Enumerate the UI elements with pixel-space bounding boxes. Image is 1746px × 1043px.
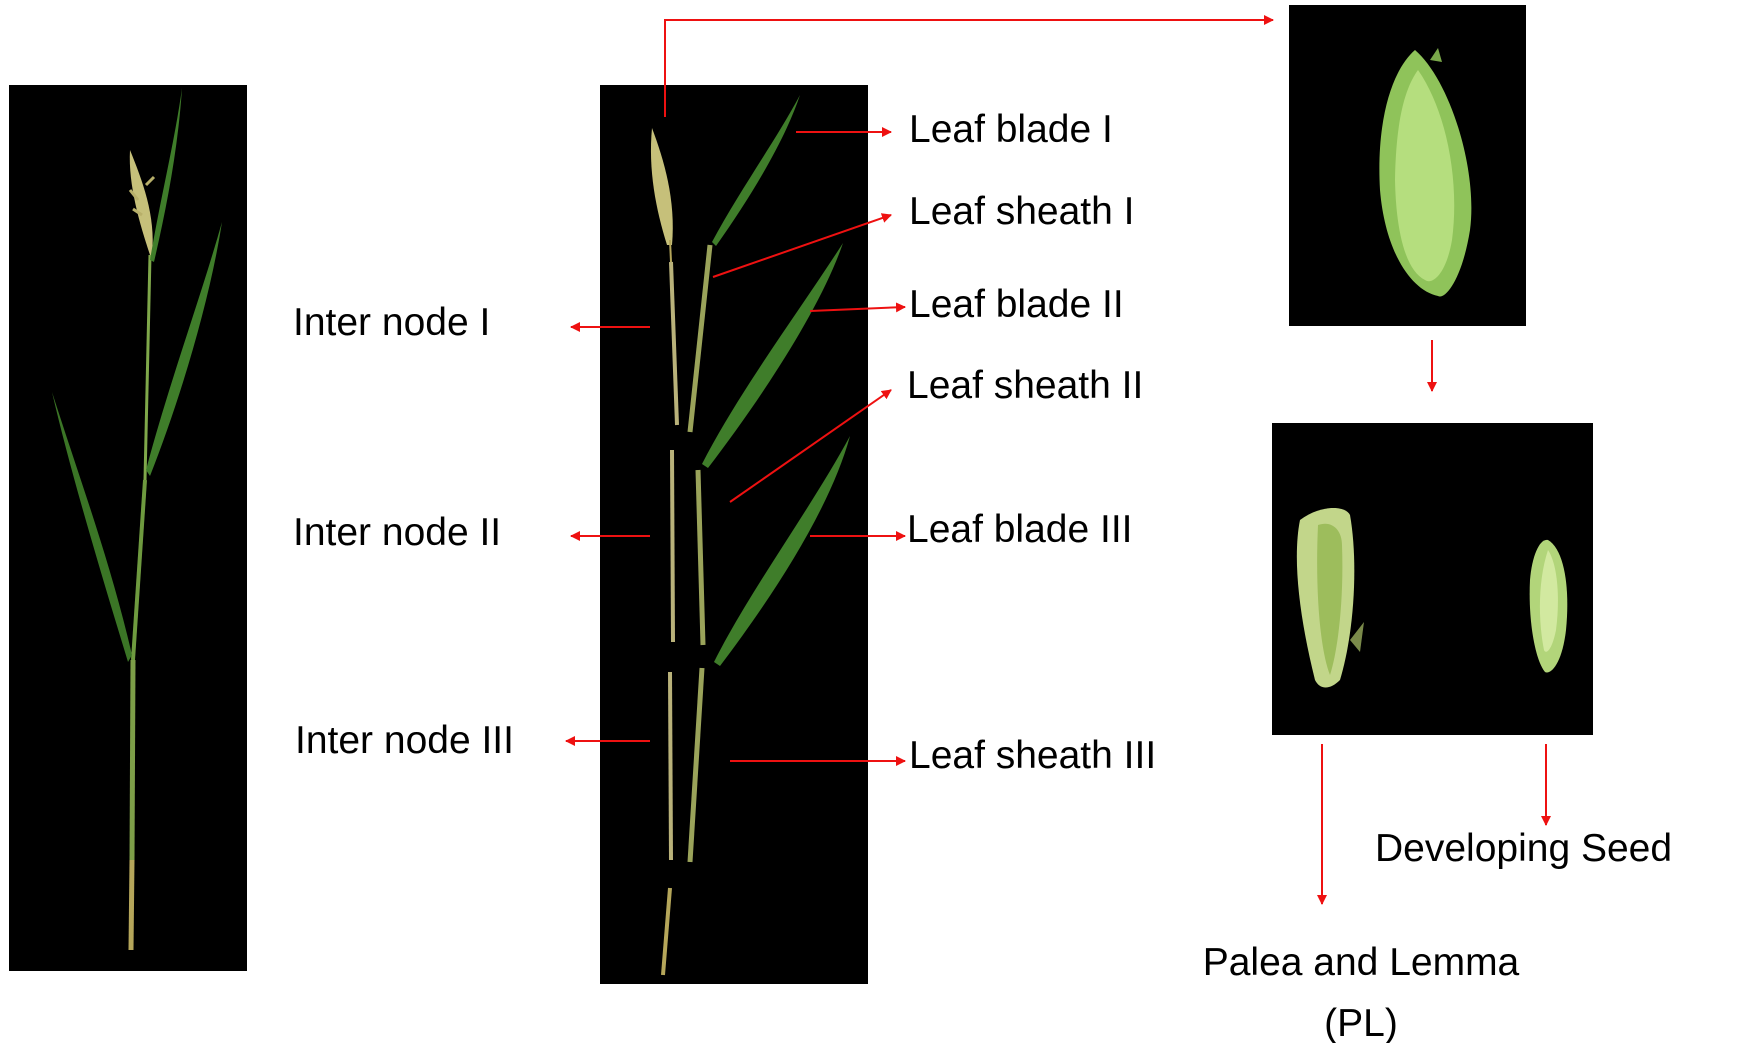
label-palea-lemma: Palea and Lemma (1203, 941, 1520, 984)
label-leaf-sheath-1: Leaf sheath I (909, 190, 1135, 233)
dissected-spikelet-photo (1272, 423, 1593, 735)
dissected-plant-photo (600, 85, 868, 984)
label-leaf-sheath-2: Leaf sheath II (907, 364, 1143, 407)
label-leaf-blade-2: Leaf blade II (909, 283, 1124, 326)
label-internode-1: Inter node I (293, 301, 490, 344)
label-leaf-blade-1: Leaf blade I (909, 108, 1113, 151)
spikelet-photo (1289, 5, 1526, 326)
label-palea-lemma-abbrev: (PL) (1324, 1002, 1398, 1043)
label-internode-3: Inter node III (295, 719, 514, 762)
label-developing-seed: Developing Seed (1375, 827, 1672, 870)
whole-plant-photo (9, 85, 247, 971)
label-leaf-sheath-3: Leaf sheath III (909, 734, 1156, 777)
label-leaf-blade-3: Leaf blade III (907, 508, 1133, 551)
label-internode-2: Inter node II (293, 511, 501, 554)
